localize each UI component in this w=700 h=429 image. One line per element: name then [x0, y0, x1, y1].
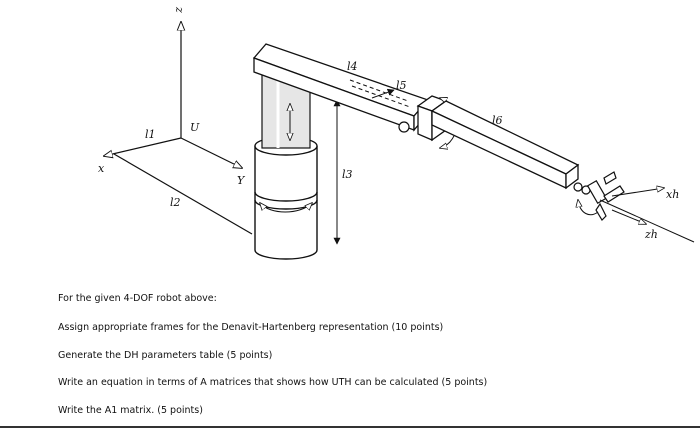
joint-circle	[398, 121, 410, 133]
label-l6: l6	[492, 114, 503, 127]
robot-diagram: z x Y U l1 l2 l3 l4 l5 l6 xh zh	[98, 6, 695, 260]
l2-dimension-line	[113, 153, 253, 235]
l5-arrow	[371, 88, 395, 99]
question-item-2: Generate the DH parameters table (5 poin…	[58, 350, 273, 361]
label-xh: xh	[666, 188, 679, 201]
label-z: z	[173, 6, 186, 13]
label-u: U	[190, 121, 200, 134]
label-l5: l5	[396, 79, 407, 92]
base-rotation-arrow	[260, 203, 312, 213]
x-axis	[104, 137, 182, 156]
gripper-rotation-arrow	[578, 200, 599, 216]
bottom-divider	[0, 426, 700, 428]
gripper	[573, 171, 625, 221]
question-item-3: Write an equation in terms of A matrices…	[58, 377, 488, 388]
l4-guide	[349, 79, 409, 102]
base-axes	[104, 22, 253, 235]
question-item-4: Write the A1 matrix. (5 points)	[58, 405, 203, 416]
label-l1: l1	[145, 128, 156, 141]
question-intro: For the given 4-DOF robot above:	[58, 293, 217, 304]
label-l2: l2	[170, 196, 181, 209]
base-cylinder	[254, 136, 318, 260]
label-x: x	[98, 162, 105, 175]
xh-axis	[611, 188, 664, 197]
label-l4: l4	[347, 60, 358, 73]
forearm-bar	[430, 100, 580, 190]
approach-line	[599, 199, 695, 243]
label-l3: l3	[342, 168, 353, 181]
label-y: Y	[237, 174, 246, 187]
zh-axis	[611, 209, 646, 224]
label-zh: zh	[644, 228, 658, 241]
question-item-1: Assign appropriate frames for the Denavi…	[58, 322, 444, 333]
y-axis	[180, 137, 242, 168]
